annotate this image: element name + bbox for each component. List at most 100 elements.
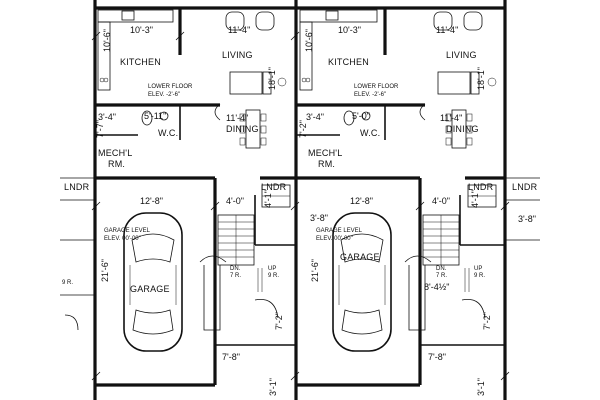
- dim-kitchen-width: 10'-3": [338, 25, 361, 35]
- note-stair-up-risers: 9 R.: [474, 273, 485, 279]
- note-stair-up: UP: [474, 266, 482, 272]
- chair: [466, 113, 473, 122]
- door-swing: [214, 103, 221, 121]
- dim-garage-height: 21'-6": [310, 259, 320, 282]
- stair-landing: [203, 265, 221, 331]
- dim-bottom-height: 3'-1": [476, 378, 486, 396]
- dim-dining-width: 11'-4": [226, 113, 248, 123]
- wc-sink: [361, 111, 371, 121]
- room-label-garage: GARAGE: [340, 252, 380, 262]
- door-swing: [199, 255, 227, 263]
- toilet: [343, 110, 355, 126]
- door-swing: [461, 299, 486, 319]
- dim-dining-width: 11'-4": [440, 113, 462, 123]
- room-label-wc: W.C.: [360, 128, 380, 138]
- lamp: [487, 77, 497, 87]
- room-label-dining: DINING: [226, 124, 259, 134]
- room-label-mech-rm: RM.: [318, 159, 335, 169]
- lamp: [277, 77, 287, 87]
- kitchen-counter-side: [97, 21, 111, 91]
- dim-garage-width: 12'-8": [350, 196, 373, 206]
- note-lower-floor-elev: ELEV. -2'-6": [354, 92, 386, 98]
- dim-bottom-width: 7'-8": [222, 352, 240, 362]
- door-swing: [404, 255, 432, 263]
- dim-stair-width: 7'-2": [482, 312, 492, 330]
- end-table: [262, 71, 272, 95]
- dim-garage-width: 12'-8": [140, 196, 163, 206]
- room-label-kitchen: KITCHEN: [328, 57, 369, 67]
- wc-sink: [159, 111, 169, 121]
- stairs: [199, 214, 279, 331]
- stairs: [404, 214, 486, 331]
- stove-burner: [301, 77, 307, 83]
- stove-burner: [305, 77, 311, 83]
- room-label-mech: MECH'L: [98, 148, 132, 158]
- door-swing: [64, 314, 79, 331]
- dim-lndr-width: 4'-0": [432, 196, 450, 206]
- stair-landing: [408, 265, 426, 331]
- note-stair-down-risers: 7 R.: [436, 273, 447, 279]
- room-label-living: LIVING: [446, 50, 477, 60]
- unit-left: 10'-3" 11'-4" 10'-6" KITCHEN LIVING 18'-…: [60, 0, 298, 400]
- note-stair-up: UP: [268, 266, 276, 272]
- dim-wc-left: 3'-4": [98, 112, 116, 122]
- note-stair-up-risers: 9 R.: [268, 273, 279, 279]
- armchair: [463, 11, 483, 31]
- dim-living-height: 18'-1": [476, 67, 486, 90]
- car-icon: [123, 212, 183, 352]
- dim-wc-width: 5'-11": [144, 111, 166, 121]
- kitchen-counter-side: [299, 21, 313, 91]
- room-label-wc: W.C.: [158, 128, 178, 138]
- chair: [239, 125, 246, 134]
- dim-bottom-height: 3'-1": [268, 378, 278, 396]
- chair: [445, 113, 452, 122]
- room-label-lndr-adjacent: LNDR: [64, 182, 90, 192]
- note-garage-level: GARAGE LEVEL: [316, 228, 363, 234]
- armchair: [433, 11, 453, 31]
- dining-table: [245, 109, 261, 149]
- dining-table: [451, 109, 467, 149]
- dim-mech-height: 7'-7": [95, 120, 105, 138]
- sink: [121, 10, 135, 21]
- sofa: [437, 71, 471, 95]
- chair: [239, 137, 246, 146]
- stove-burner: [99, 77, 105, 83]
- chair: [445, 125, 452, 134]
- kitchen-counter: [97, 9, 174, 23]
- dim-stair-width: 7'-2": [274, 312, 284, 330]
- note-left-risers: 9 R.: [62, 280, 73, 286]
- stove-burner: [103, 77, 109, 83]
- dim-living-width: 11'-4": [228, 25, 250, 35]
- dim-extra-width: 3'-8": [310, 213, 328, 223]
- note-lower-floor: LOWER FLOOR: [354, 84, 399, 90]
- chair: [239, 113, 246, 122]
- dim-kitchen-height: 10'-6": [304, 29, 314, 52]
- note-stair-down: DN.: [436, 266, 447, 272]
- dim-bottom-width: 7'-8": [428, 352, 446, 362]
- chair: [260, 137, 267, 146]
- room-label-living: LIVING: [222, 50, 253, 60]
- note-garage-level-elev: ELEV. 00'-00": [104, 236, 141, 242]
- room-label-lndr: LNDR: [468, 182, 494, 192]
- note-lower-floor: LOWER FLOOR: [148, 84, 193, 90]
- chair: [260, 125, 267, 134]
- armchair: [225, 11, 245, 31]
- note-stair-down: DN.: [230, 266, 241, 272]
- armchair: [255, 11, 275, 31]
- dim-right-width: 3'-8": [518, 214, 536, 224]
- dim-kitchen-width: 10'-3": [130, 25, 153, 35]
- note-garage-level-elev: ELEV. 00'-00": [316, 236, 353, 242]
- dim-half: 8'-4½": [424, 282, 449, 292]
- chair: [445, 137, 452, 146]
- door-swing: [419, 103, 426, 121]
- room-label-mech-rm: RM.: [108, 159, 125, 169]
- unit-right: 10'-3" 11'-4" 10'-6" KITCHEN LIVING 18'-…: [296, 0, 540, 400]
- dim-wc-left: 3'-4": [306, 112, 324, 122]
- car-icon: [332, 212, 392, 352]
- room-label-mech: MECH'L: [308, 148, 342, 158]
- note-lower-floor-elev: ELEV. -2'-6": [148, 92, 180, 98]
- dim-living-width: 11'-4": [436, 25, 458, 35]
- toilet: [141, 110, 153, 126]
